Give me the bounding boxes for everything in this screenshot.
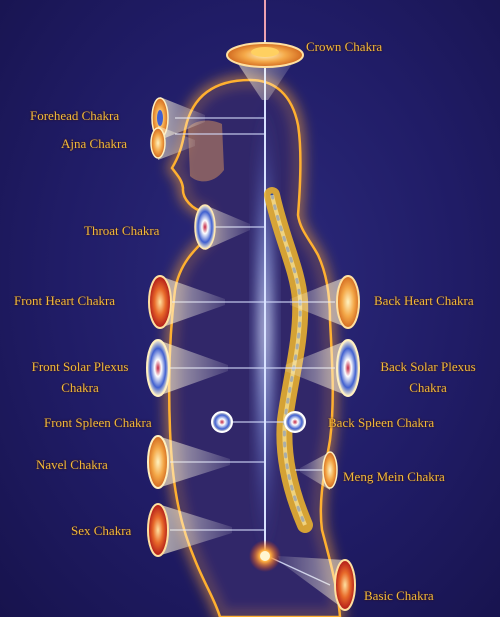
back-solar-plexus-line2: Chakra [409,380,447,395]
navel-chakra-icon [147,435,230,489]
forehead-chakra-label: Forehead Chakra [30,108,120,123]
front-spleen-chakra-label: Front Spleen Chakra [44,415,152,430]
meng-mein-chakra-label: Meng Mein Chakra [343,469,445,484]
crown-chakra-icon [226,42,304,100]
basic-chakra-label: Basic Chakra [364,588,434,603]
sex-chakra-icon [147,503,232,557]
back-spleen-chakra-icon [284,411,306,433]
ajna-chakra-icon [150,126,195,160]
throat-chakra-label: Throat Chakra [84,223,160,238]
navel-chakra-label: Navel Chakra [36,457,108,472]
basic-chakra-icon [249,540,356,611]
back-solar-plexus-line1: Back Solar Plexus [380,359,476,374]
front-spleen-chakra-icon [211,411,233,433]
front-solar-plexus-line2: Chakra [61,380,99,395]
front-solar-plexus-chakra-icon [146,339,228,397]
crown-chakra-label: Crown Chakra [306,39,383,54]
back-solar-plexus-chakra-label: Back Solar Plexus Chakra [368,356,488,398]
ajna-chakra-label: Ajna Chakra [61,136,128,151]
back-heart-chakra-icon [290,275,360,329]
spine [264,187,313,533]
front-heart-chakra-label: Front Heart Chakra [14,293,116,308]
back-solar-plexus-chakra-icon [285,339,360,397]
meng-mein-chakra-icon [300,451,338,490]
front-solar-plexus-chakra-label: Front Solar Plexus Chakra [20,356,140,398]
back-spleen-chakra-label: Back Spleen Chakra [328,415,435,430]
throat-chakra-icon [194,204,250,250]
sex-chakra-label: Sex Chakra [71,523,132,538]
front-solar-plexus-line1: Front Solar Plexus [31,359,129,374]
back-heart-chakra-label: Back Heart Chakra [374,293,474,308]
front-heart-chakra-icon [148,275,225,329]
